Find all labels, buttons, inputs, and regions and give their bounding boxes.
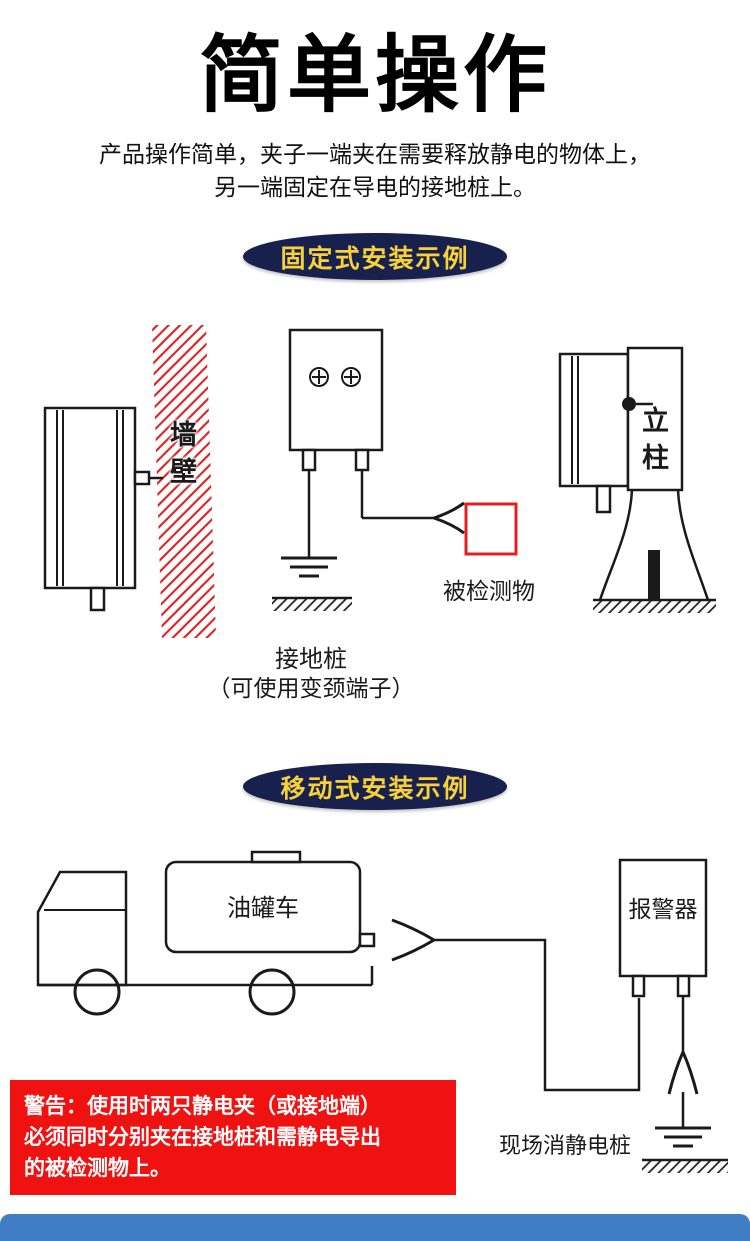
clamp-icon — [391, 918, 435, 962]
ground-rod-symbol — [272, 470, 352, 611]
bottom-decorative-bar — [0, 1214, 750, 1241]
warning-line-3: 的被检测物上。 — [24, 1157, 171, 1180]
site-ground-pile-symbol — [642, 1092, 728, 1173]
mobile-installation-badge-label: 移动式安装示例 — [280, 774, 470, 803]
post-label: 立柱 — [638, 406, 668, 480]
fixed-installation-badge: 固定式安装示例 — [243, 233, 507, 280]
fixed-installation-badge-label: 固定式安装示例 — [280, 244, 470, 273]
alarm-device-label: 报警器 — [628, 896, 698, 922]
detected-object-label: 被检测物 — [443, 578, 535, 604]
post-base-ground-symbol — [593, 489, 716, 613]
ground-pile-note: （可使用变颈端子） — [207, 675, 415, 701]
tanker-truck-label: 油罐车 — [227, 895, 299, 922]
page-title: 简单操作 — [198, 28, 551, 122]
warning-box: 警告：使用时两只静电夹（或接地端） 必须同时分别夹在接地桩和需静电导出 的被检测… — [10, 1080, 456, 1195]
connection-wire — [434, 938, 641, 1092]
mobile-installation-badge: 移动式安装示例 — [243, 763, 507, 810]
warning-line-2: 必须同时分别夹在接地桩和需静电导出 — [24, 1126, 381, 1149]
wall-mounted-device-illustration — [43, 406, 163, 612]
site-pile-label: 现场消静电桩 — [498, 1133, 631, 1158]
warning-line-1: 警告：使用时两只静电夹（或接地端） — [24, 1095, 381, 1118]
clamp-icon — [360, 470, 465, 535]
alarm-device-illustration — [618, 858, 708, 998]
ground-pile-label: 接地桩 — [275, 646, 347, 673]
fixed-installation-diagram — [43, 325, 716, 638]
static-eliminator-unit-illustration — [288, 328, 384, 472]
tanker-truck-illustration — [36, 850, 376, 1016]
mobile-installation-diagram — [36, 850, 728, 1173]
wall-label: 墙壁 — [166, 420, 196, 494]
description-line-2: 另一端固定在导电的接地桩上。 — [214, 174, 536, 200]
page-description: 产品操作简单，夹子一端夹在需要释放静电的物体上， 另一端固定在导电的接地桩上。 — [0, 138, 750, 204]
down-clamp-icon — [667, 996, 699, 1095]
detected-object-box — [464, 502, 518, 556]
description-line-1: 产品操作简单，夹子一端夹在需要释放静电的物体上， — [99, 141, 651, 167]
wall-hatch — [152, 325, 216, 638]
post-device-illustration — [558, 346, 684, 514]
